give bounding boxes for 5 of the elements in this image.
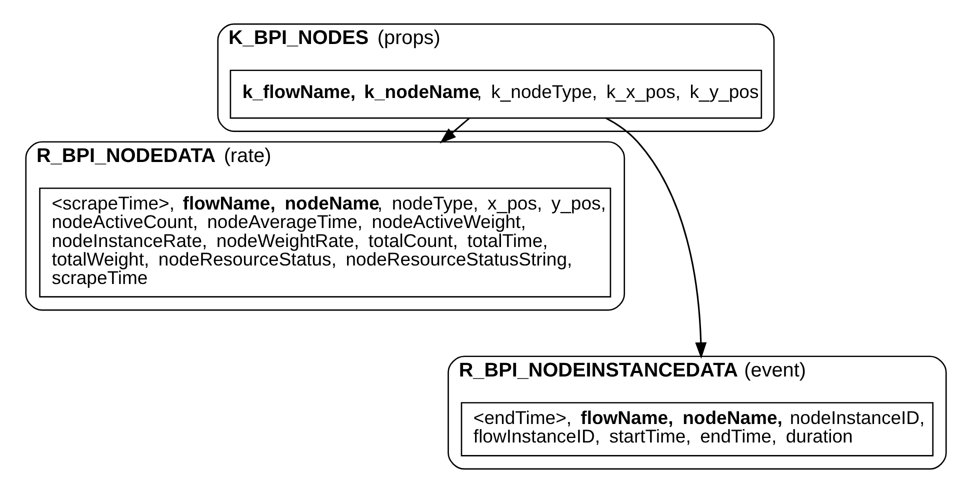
arrow: [439, 118, 470, 144]
node-box: k_flowName, k_nodeName, k_nodeType, k_x_pos, k_y_pos: [229, 70, 762, 119]
arrow: [605, 118, 706, 359]
node-box: <endTime>, flowName, nodeName, nodeInstanceID, flowInstanceID, startTime, endTime, duration: [460, 402, 934, 456]
node-box: <scrapeTime>, flowName, nodeName, nodeType, x_pos, y_pos, nodeActiveCount, nodeAverageTime, nodeActiveWeight, nodeInstanceRate, nodeWeightRate, totalCount, totalTime, totalWeight, nodeResourceStatus, nodeResourceStatusString, scrapeTime: [38, 188, 611, 298]
